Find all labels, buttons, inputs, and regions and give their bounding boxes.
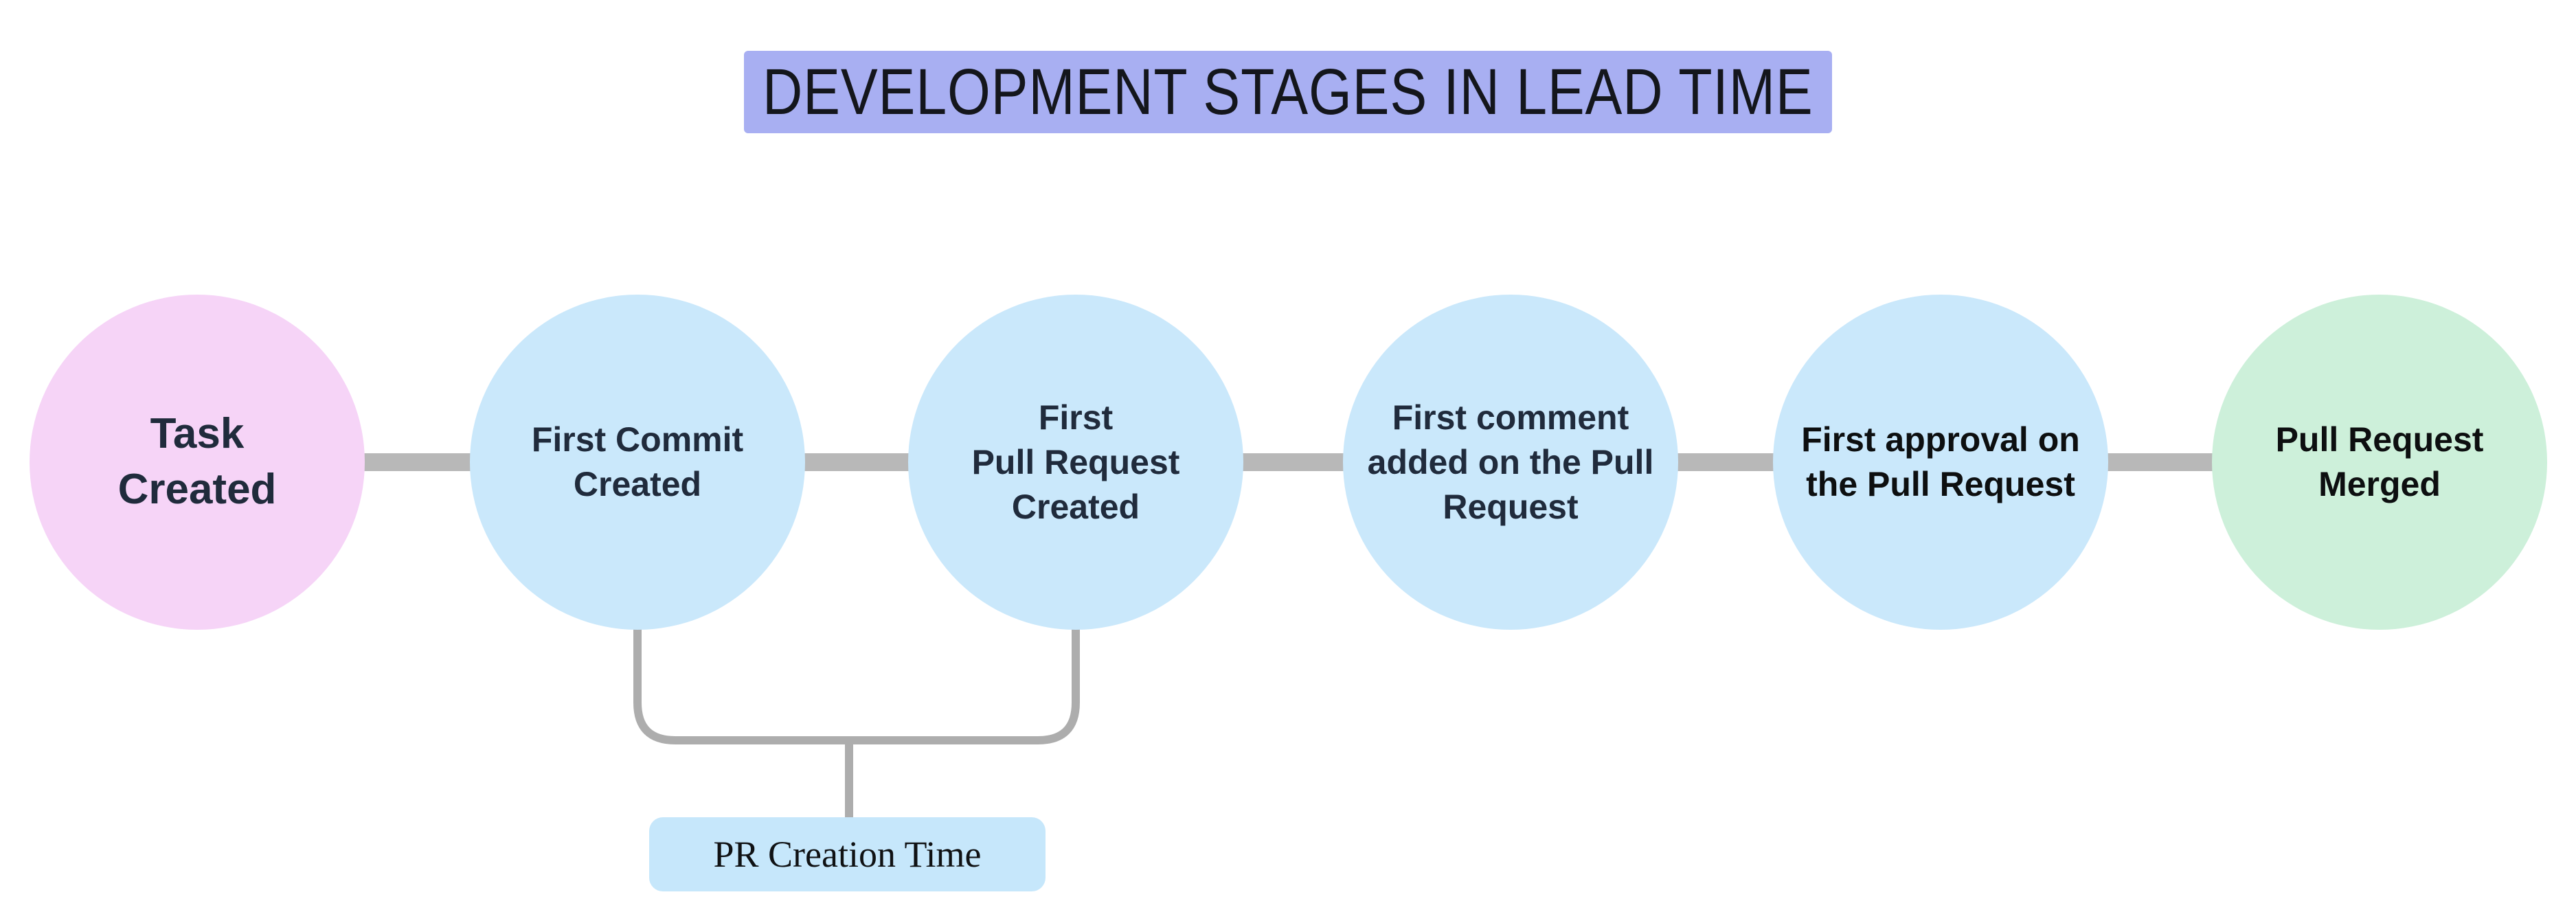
stage-first-commit-created: First Commit Created: [470, 295, 805, 630]
stage-first-comment-added: First comment added on the Pull Request: [1343, 295, 1678, 630]
diagram-title: DEVELOPMENT STAGES IN LEAD TIME: [762, 55, 1814, 128]
stage-pull-request-merged: Pull Request Merged: [2212, 295, 2547, 630]
title-banner: DEVELOPMENT STAGES IN LEAD TIME: [744, 51, 1832, 133]
stage-task-created: Task Created: [30, 295, 365, 630]
stage-label: First approval on the Pull Request: [1801, 420, 2080, 503]
stage-label: Task Created: [117, 410, 277, 513]
pr-creation-time-label: PR Creation Time: [649, 817, 1046, 891]
stage-first-approval: First approval on the Pull Request: [1773, 295, 2108, 630]
pr-creation-time-text: PR Creation Time: [713, 834, 982, 875]
stage-first-pull-request-created: First Pull Request Created: [908, 295, 1243, 630]
stage-label: First Pull Request Created: [971, 398, 1180, 526]
stage-label: Pull Request Merged: [2275, 420, 2484, 503]
stage-label: First Commit Created: [531, 420, 744, 503]
stage-label: First comment added on the Pull Request: [1367, 398, 1654, 526]
bracket-span-path: [633, 617, 1080, 744]
